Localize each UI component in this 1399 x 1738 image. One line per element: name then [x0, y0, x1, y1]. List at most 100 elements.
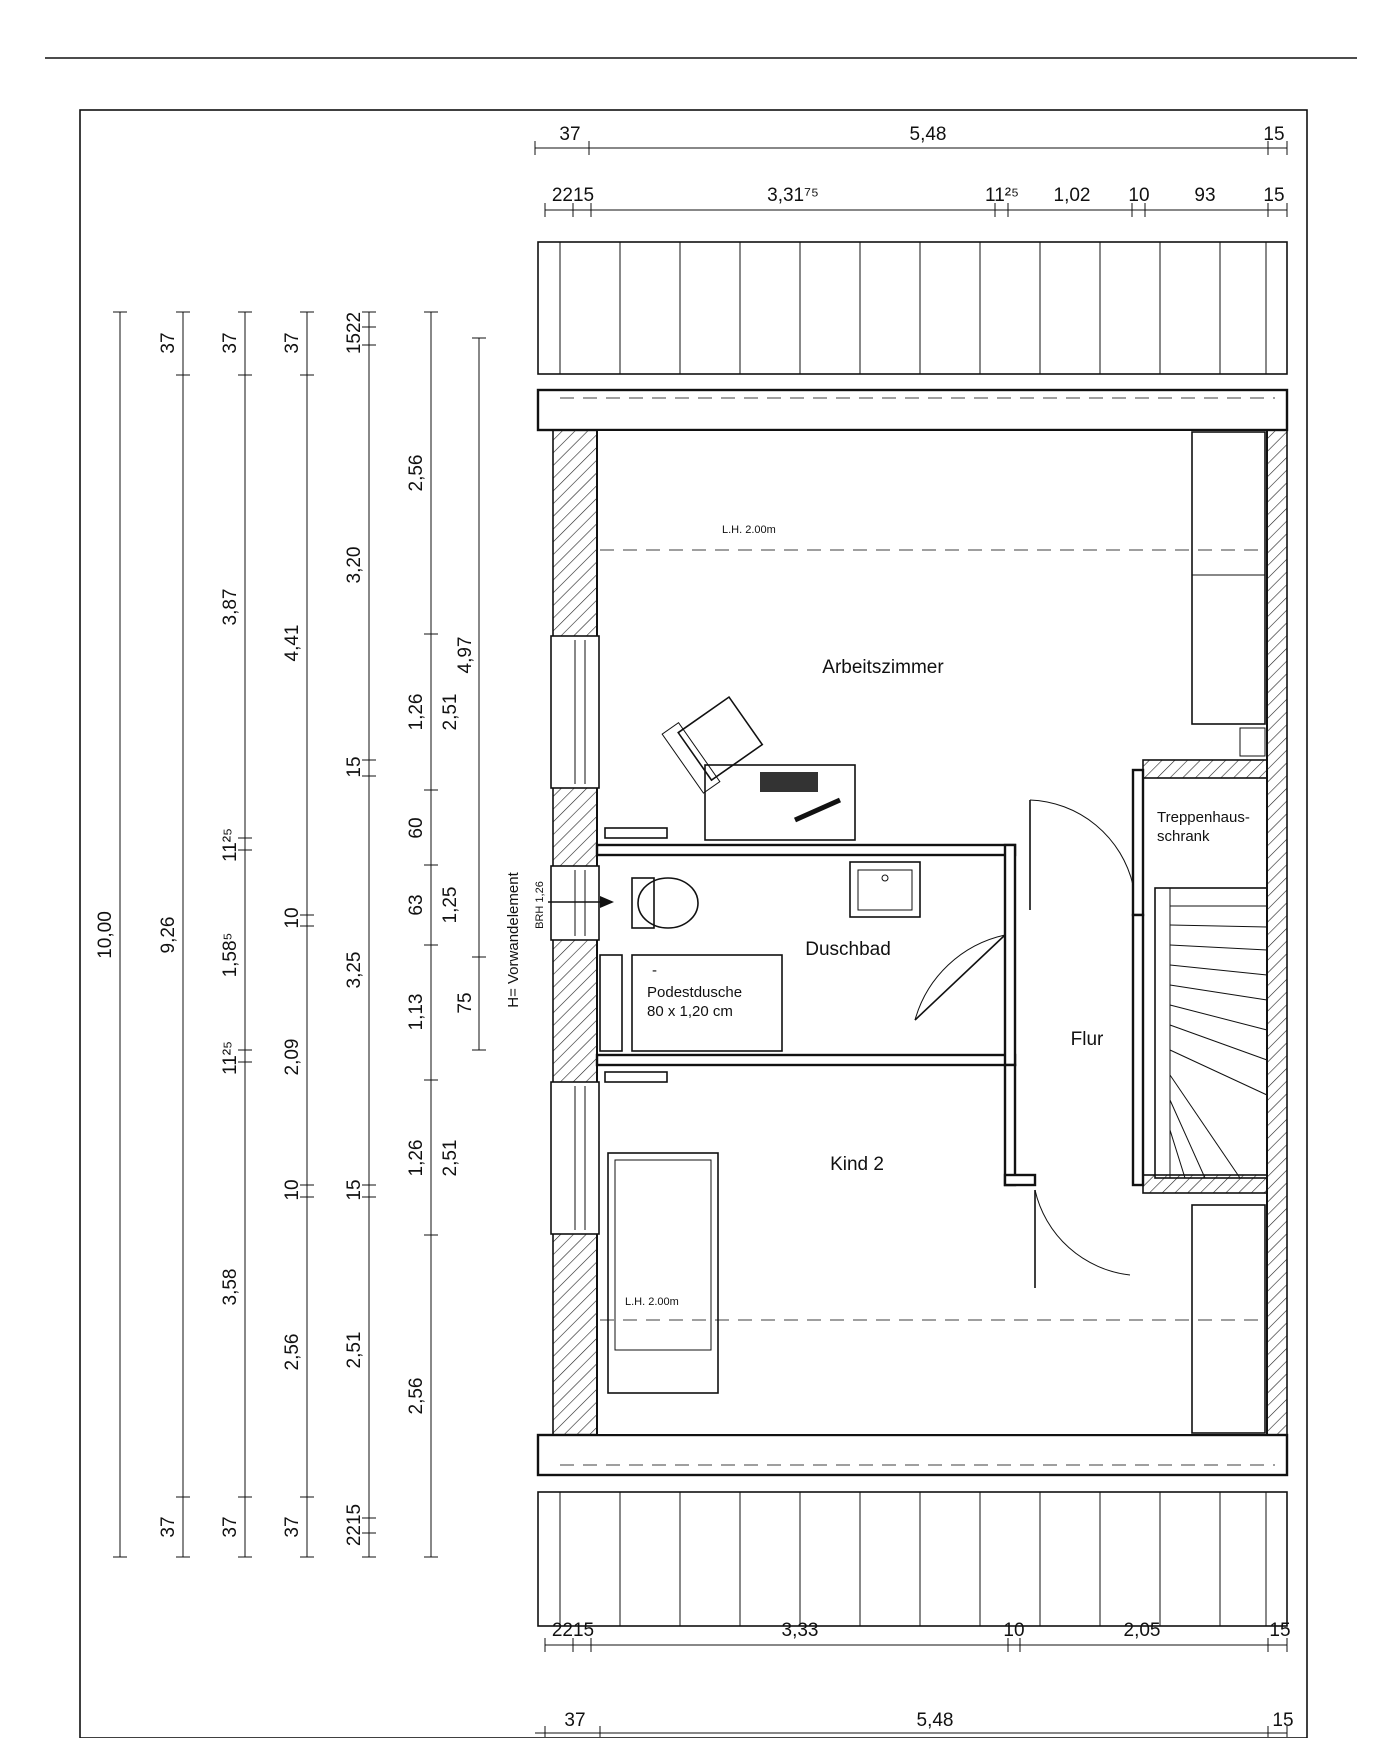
dim-v3-358: 3,58: [220, 1269, 241, 1306]
dim-v2-926: 9,26: [158, 917, 179, 954]
dim-top-548: 5,48: [910, 124, 947, 145]
dim-top-33175: 3,31⁷⁵: [767, 185, 819, 206]
dim-v5-15b: 15: [344, 1179, 365, 1200]
room-label-treppenhaus-1: Treppenhaus-: [1157, 809, 1250, 826]
dim-bottom-205: 2,05: [1124, 1620, 1161, 1641]
vertical-dimension-4: 37 4,41 10 2,09 10 2,56 37: [282, 311, 314, 1558]
top-inner-dimension: 2215 3,31⁷⁵ 11²⁵ 1,02 10 93 15: [544, 185, 1288, 217]
wardrobe-kind2: [1191, 1204, 1266, 1434]
dim-top-10: 10: [1128, 185, 1149, 206]
dim-bottom-10: 10: [1003, 1620, 1024, 1641]
window-kind2: [550, 1081, 600, 1235]
dim-v2-37-top: 37: [158, 332, 179, 353]
room-label-kind2: Kind 2: [830, 1154, 884, 1175]
dim-bottom-37: 37: [564, 1710, 585, 1731]
staircase: [1154, 887, 1268, 1179]
dim-top-15b: 15: [1263, 185, 1284, 206]
dim-v5-15a: 15: [344, 756, 365, 777]
top-gable-beam: [536, 388, 1289, 432]
dim-v8-497: 4,97: [455, 637, 476, 674]
dim-top-37: 37: [559, 124, 580, 145]
dim-v5-251: 2,51: [344, 1332, 365, 1369]
dim-v4-37-top: 37: [282, 332, 303, 353]
dim-v3-1125a: 11²⁵: [220, 828, 241, 862]
dim-v8-75: 75: [455, 992, 476, 1013]
note-lh-bottom: L.H. 2.00m: [625, 1296, 679, 1308]
dim-v4-37-bottom: 37: [282, 1516, 303, 1537]
top-roof-strip: [537, 241, 1288, 375]
bottom-outer-dimension: 37 5,48 15: [535, 1710, 1294, 1737]
shower-tray: [599, 954, 783, 1052]
door-arbeitszimmer: [1029, 799, 1134, 910]
dim-v7-251a: 2,51: [440, 694, 461, 731]
dim-v6-126b: 1,26: [406, 1140, 427, 1177]
dim-v3-1125b: 11²⁵: [220, 1041, 241, 1075]
dim-bottom-15b: 15: [1272, 1710, 1293, 1731]
dim-v2-37-bottom: 37: [158, 1516, 179, 1537]
dim-bottom-2215: 2215: [552, 1620, 594, 1641]
office-chair: [661, 695, 764, 794]
note-brh: BRH 1,26: [534, 881, 546, 929]
dim-v3-1585: 1,58⁵: [220, 933, 241, 978]
desk: [704, 764, 856, 841]
dim-v4-256: 2,56: [282, 1334, 303, 1371]
room-label-flur: Flur: [1071, 1029, 1104, 1050]
radiator-bottom: [604, 1071, 668, 1083]
vertical-dimension-5: 1522 3,20 15 3,25 15 2,51 2215: [344, 311, 376, 1558]
note-vorwandelement: H= Vorwandelement: [505, 871, 522, 1007]
dim-v4-441: 4,41: [282, 625, 303, 662]
bottom-roof-strip: [537, 1491, 1288, 1627]
window-arbeitszimmer: [550, 635, 600, 789]
door-duschbad: [914, 934, 1006, 1021]
room-label-treppenhaus-2: schrank: [1157, 828, 1210, 845]
dim-top-93: 93: [1194, 185, 1215, 206]
dim-v6-63: 63: [406, 894, 427, 915]
bed: [607, 1152, 719, 1394]
dim-v6-113: 1,13: [406, 994, 427, 1031]
dim-v4-10b: 10: [282, 1179, 303, 1200]
note-podestdusche: Podestdusche: [647, 984, 742, 1001]
dim-v3-37-top: 37: [220, 332, 241, 353]
dim-v4-209: 2,09: [282, 1039, 303, 1076]
dim-v-1000: 10,00: [95, 911, 116, 959]
note-podest-dash: -: [652, 962, 657, 979]
plan-border: [79, 109, 1308, 1738]
vertical-dimension-1: 10,00: [95, 311, 127, 1558]
interior: [596, 429, 1268, 1436]
dim-v6-256b: 2,56: [406, 1378, 427, 1415]
window-duschbad: [550, 865, 600, 941]
arrow-icon: [548, 896, 614, 908]
vertical-dimension-8: 4,97 75: [455, 337, 486, 1051]
bottom-gable-beam: [536, 1433, 1289, 1477]
dim-top-1125: 11²⁵: [985, 185, 1019, 206]
note-podest-size: 80 x 1,20 cm: [647, 1003, 733, 1020]
dim-v6-126a: 1,26: [406, 694, 427, 731]
dim-top-102: 1,02: [1054, 185, 1091, 206]
vertical-dimension-2: 37 9,26 37: [158, 311, 190, 1558]
vertical-dimension-3: 37 3,87 11²⁵ 1,58⁵ 11²⁵ 3,58 37: [220, 311, 252, 1558]
dim-top-2215: 2215: [552, 185, 594, 206]
dim-v7-251b: 2,51: [440, 1140, 461, 1177]
dim-v5-325: 3,25: [344, 952, 365, 989]
vertical-dimension-6: 2,56 1,26 60 63 1,13 1,26 2,56: [406, 311, 438, 1558]
wardrobe-arbeitszimmer: [1191, 431, 1266, 757]
dim-v6-60: 60: [406, 817, 427, 838]
interior-walls: [595, 759, 1268, 1194]
washbasin: [849, 861, 921, 918]
dim-v7-125: 1,25: [440, 887, 461, 924]
dim-v3-37-bottom: 37: [220, 1516, 241, 1537]
room-label-arbeitszimmer: Arbeitszimmer: [822, 657, 944, 678]
right-outer-wall: [1266, 429, 1288, 1436]
toilet: [631, 877, 699, 929]
door-kind2: [1034, 1189, 1131, 1288]
dim-v3-387: 3,87: [220, 589, 241, 626]
dim-v4-10a: 10: [282, 907, 303, 928]
vertical-dimension-7: 2,51 1,25 2,51: [440, 694, 461, 1177]
dim-v6-256a: 2,56: [406, 455, 427, 492]
room-label-duschbad: Duschbad: [805, 939, 891, 960]
bottom-inner-dimension: 2215 3,33 10 2,05 15: [544, 1620, 1291, 1652]
dim-bottom-548: 5,48: [917, 1710, 954, 1731]
dim-top-15: 15: [1263, 124, 1284, 145]
dim-v5-2215: 2215: [344, 1504, 365, 1546]
